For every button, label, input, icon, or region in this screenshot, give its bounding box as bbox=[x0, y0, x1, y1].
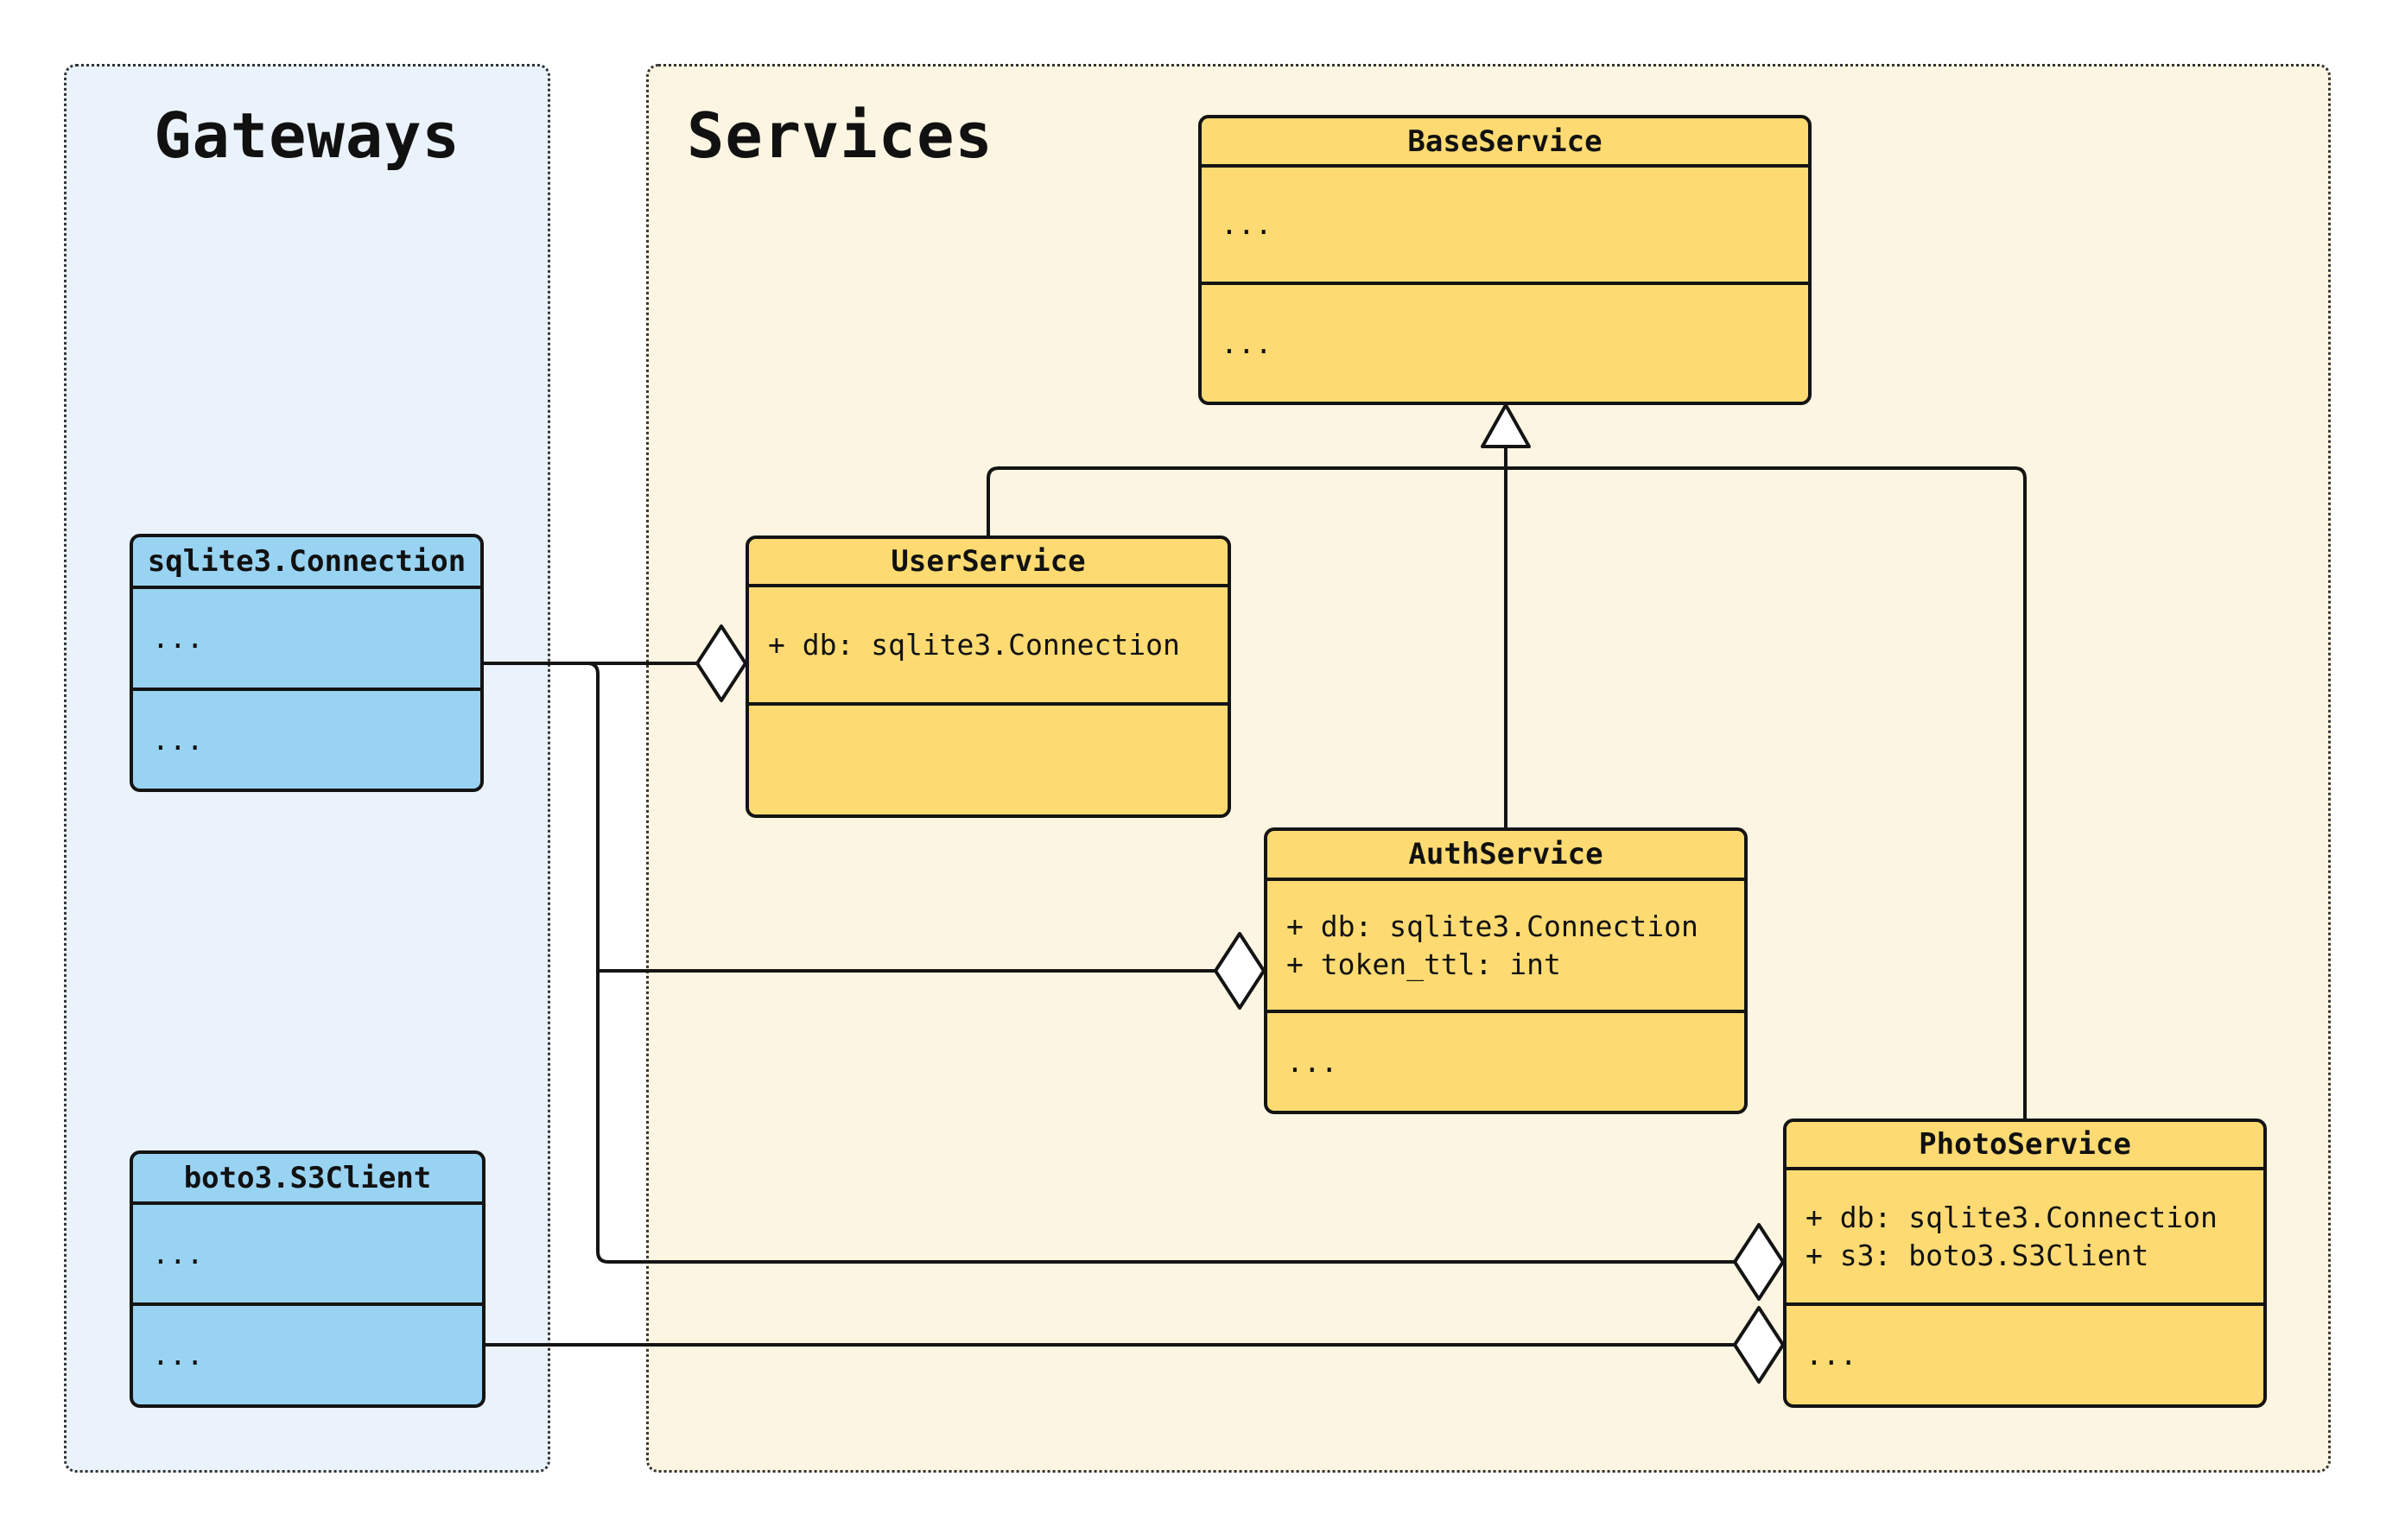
attribute-line: + db: sqlite3.Connection bbox=[768, 627, 1180, 662]
class-boto3-s3client: boto3.S3Client ... ... bbox=[130, 1150, 486, 1408]
aggregation-edge-sqlite-photoservice bbox=[587, 662, 1735, 1264]
aggregation-diamond-photoservice-db bbox=[1733, 1223, 1785, 1301]
methods-compartment: ... bbox=[1267, 1013, 1744, 1111]
attribute-line: + db: sqlite3.Connection bbox=[1806, 1200, 2218, 1234]
method-line: ... bbox=[1221, 326, 1272, 360]
attributes-compartment: ... bbox=[133, 589, 480, 691]
attributes-compartment: + db: sqlite3.Connection + s3: boto3.S3C… bbox=[1787, 1170, 2263, 1306]
gateways-panel-title: Gateways bbox=[154, 99, 460, 172]
class-title: AuthService bbox=[1267, 831, 1744, 881]
attribute-line: + token_ttl: int bbox=[1286, 947, 1561, 981]
method-line: ... bbox=[1286, 1044, 1338, 1079]
method-line: ... bbox=[152, 722, 204, 757]
class-title: PhotoService bbox=[1787, 1122, 2263, 1170]
attributes-compartment: + db: sqlite3.Connection bbox=[749, 587, 1228, 706]
class-authservice: AuthService + db: sqlite3.Connection + t… bbox=[1264, 827, 1748, 1114]
attributes-compartment: ... bbox=[1202, 168, 1808, 285]
methods-compartment: ... bbox=[1787, 1306, 2263, 1404]
services-panel-title: Services bbox=[687, 99, 993, 172]
attribute-line: ... bbox=[1221, 207, 1272, 241]
class-userservice: UserService + db: sqlite3.Connection bbox=[746, 536, 1231, 818]
class-sqlite3-connection: sqlite3.Connection ... ... bbox=[130, 534, 484, 792]
methods-compartment: ... bbox=[133, 1306, 482, 1404]
class-photoservice: PhotoService + db: sqlite3.Connection + … bbox=[1783, 1119, 2267, 1408]
aggregation-diamond-userservice bbox=[695, 624, 747, 702]
method-line: ... bbox=[152, 1338, 204, 1372]
class-title: UserService bbox=[749, 539, 1228, 587]
attribute-line: ... bbox=[152, 621, 204, 655]
attribute-line: + db: sqlite3.Connection bbox=[1286, 909, 1698, 943]
method-line: ... bbox=[1806, 1338, 1857, 1372]
attributes-compartment: ... bbox=[133, 1205, 482, 1306]
class-title: boto3.S3Client bbox=[133, 1154, 482, 1205]
attributes-compartment: + db: sqlite3.Connection + token_ttl: in… bbox=[1267, 881, 1744, 1013]
attribute-line: ... bbox=[152, 1236, 204, 1271]
aggregation-diamond-authservice bbox=[1214, 932, 1266, 1010]
inheritance-triangle-icon bbox=[1481, 403, 1531, 448]
methods-compartment: ... bbox=[1202, 285, 1808, 402]
class-baseservice: BaseService ... ... bbox=[1198, 115, 1812, 405]
attribute-line: + s3: boto3.S3Client bbox=[1806, 1238, 2149, 1272]
class-title: BaseService bbox=[1202, 118, 1808, 168]
class-title: sqlite3.Connection bbox=[133, 537, 480, 589]
methods-compartment bbox=[749, 706, 1228, 814]
methods-compartment: ... bbox=[133, 691, 480, 789]
aggregation-diamond-photoservice-s3 bbox=[1733, 1306, 1785, 1384]
